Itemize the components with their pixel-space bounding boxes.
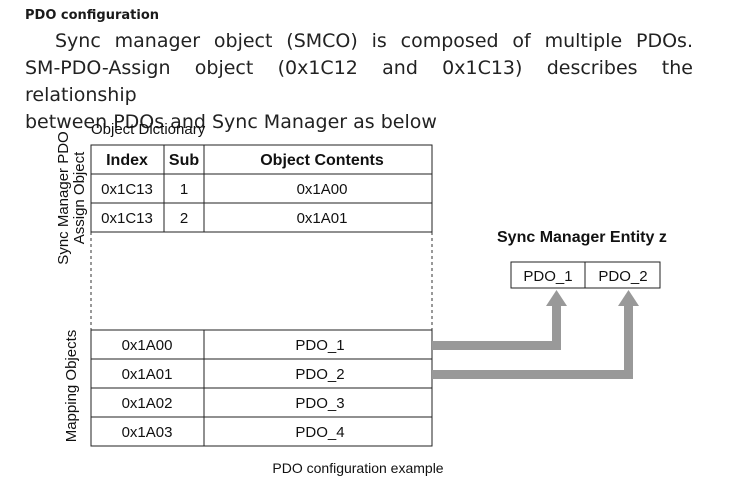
section-heading: PDO configuration — [25, 8, 160, 23]
mapping-cell-pdo: PDO_1 — [295, 337, 344, 354]
assign-cell-sub: 1 — [180, 181, 188, 198]
entity-slot: PDO_1 — [523, 268, 572, 285]
mapping-cell-index: 0x1A02 — [122, 395, 173, 412]
assign-cell-index: 0x1C13 — [101, 210, 153, 227]
assign-header-contents: Object Contents — [260, 152, 384, 169]
intro-paragraph: Sync manager object (SMCO) is composed o… — [25, 28, 693, 136]
entity-slot: PDO_2 — [598, 268, 647, 285]
assign-cell-contents: 0x1A01 — [297, 210, 348, 227]
mapping-cell-index: 0x1A00 — [122, 337, 173, 354]
assign-cell-contents: 0x1A00 — [297, 181, 348, 198]
assign-header-sub: Sub — [169, 152, 199, 169]
assign-header-index: Index — [106, 152, 148, 169]
paragraph-line: Sync manager object (SMCO) is composed o… — [55, 30, 693, 52]
mapping-cell-pdo: PDO_2 — [295, 366, 344, 383]
entity-box — [510, 261, 661, 289]
assign-object-side-label: Assign Object — [71, 151, 88, 244]
mapping-cell-pdo: PDO_4 — [295, 424, 344, 441]
assign-cell-index: 0x1C13 — [101, 181, 153, 198]
paragraph-line: between PDOs and Sync Manager as below — [25, 111, 437, 133]
mapping-cell-index: 0x1A01 — [122, 366, 173, 383]
paragraph-line: SM-PDO-Assign object (0x1C12 and 0x1C13)… — [25, 57, 693, 106]
mapping-arrow-pdo1 — [432, 290, 567, 350]
object-dictionary-label: Object Dictionary — [91, 121, 206, 138]
assign-table — [90, 144, 433, 233]
mapping-objects-side-label: Mapping Objects — [63, 330, 80, 443]
mapping-table — [90, 329, 433, 447]
mapping-arrow-pdo2 — [432, 290, 639, 379]
mapping-cell-index: 0x1A03 — [122, 424, 173, 441]
figure-caption: PDO configuration example — [272, 460, 443, 476]
entity-title: Sync Manager Entity z — [497, 229, 667, 246]
assign-object-side-label: Sync Manager PDO — [55, 131, 72, 264]
assign-cell-sub: 2 — [180, 210, 188, 227]
mapping-cell-pdo: PDO_3 — [295, 395, 344, 412]
